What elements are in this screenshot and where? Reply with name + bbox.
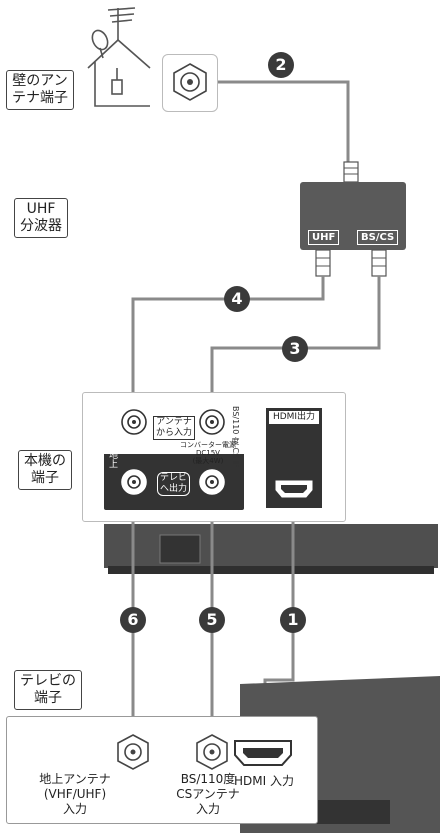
label-tv-terminal: テレビの 端子 bbox=[14, 670, 82, 710]
house-illustration bbox=[87, 7, 151, 107]
tv-bs-connector bbox=[196, 734, 228, 770]
splitter-device bbox=[300, 161, 406, 277]
tv-out-connector bbox=[121, 469, 147, 495]
tv-hdmi-port-icon bbox=[234, 740, 292, 766]
badge-cable-4: 4 bbox=[224, 286, 250, 312]
hdmi-out-port-icon bbox=[275, 480, 313, 498]
tv-bs-label: BS/110度 CSアンテナ 入力 bbox=[176, 772, 240, 816]
badge-cable-5: 5 bbox=[199, 607, 225, 633]
tag-terrestrial: 地上 bbox=[107, 450, 117, 468]
tag-tv-out: テレビ へ出力 bbox=[157, 472, 191, 496]
splitter-port-bscs: BS/CS bbox=[357, 230, 399, 245]
tag-bs-cs-if: BS/110 度 CS IF bbox=[231, 406, 240, 468]
tv-terrestrial-label: 地上アンテナ (VHF/UHF) 入力 bbox=[39, 772, 111, 816]
tag-hdmi-out: HDMI出力 bbox=[269, 411, 319, 424]
label-splitter: UHF 分波器 bbox=[14, 198, 68, 238]
bs-tv-out-connector bbox=[199, 469, 225, 495]
tv-hdmi-label: HDMI 入力 bbox=[234, 774, 294, 788]
tv-input-panel bbox=[6, 716, 318, 824]
badge-cable-3: 3 bbox=[282, 336, 308, 362]
splitter-port-uhf: UHF bbox=[308, 230, 340, 245]
recorder-body bbox=[104, 524, 438, 574]
tv-terrestrial-connector bbox=[117, 734, 149, 770]
cable-2 bbox=[211, 80, 350, 162]
tag-converter-power: コンバーター電源 DC15V (最大4W) bbox=[180, 441, 236, 465]
label-unit-terminal: 本機の 端子 bbox=[18, 450, 72, 490]
antenna-in-connector bbox=[121, 409, 147, 435]
tag-antenna-in: アンテナ から入力 bbox=[153, 416, 196, 440]
wall-f-connector-icon bbox=[173, 63, 207, 101]
badge-cable-1: 1 bbox=[280, 607, 306, 633]
label-wall-terminal: 壁のアン テナ端子 bbox=[6, 70, 74, 110]
bs-if-connector bbox=[199, 409, 225, 435]
badge-cable-6: 6 bbox=[120, 607, 146, 633]
badge-cable-2: 2 bbox=[268, 52, 294, 78]
